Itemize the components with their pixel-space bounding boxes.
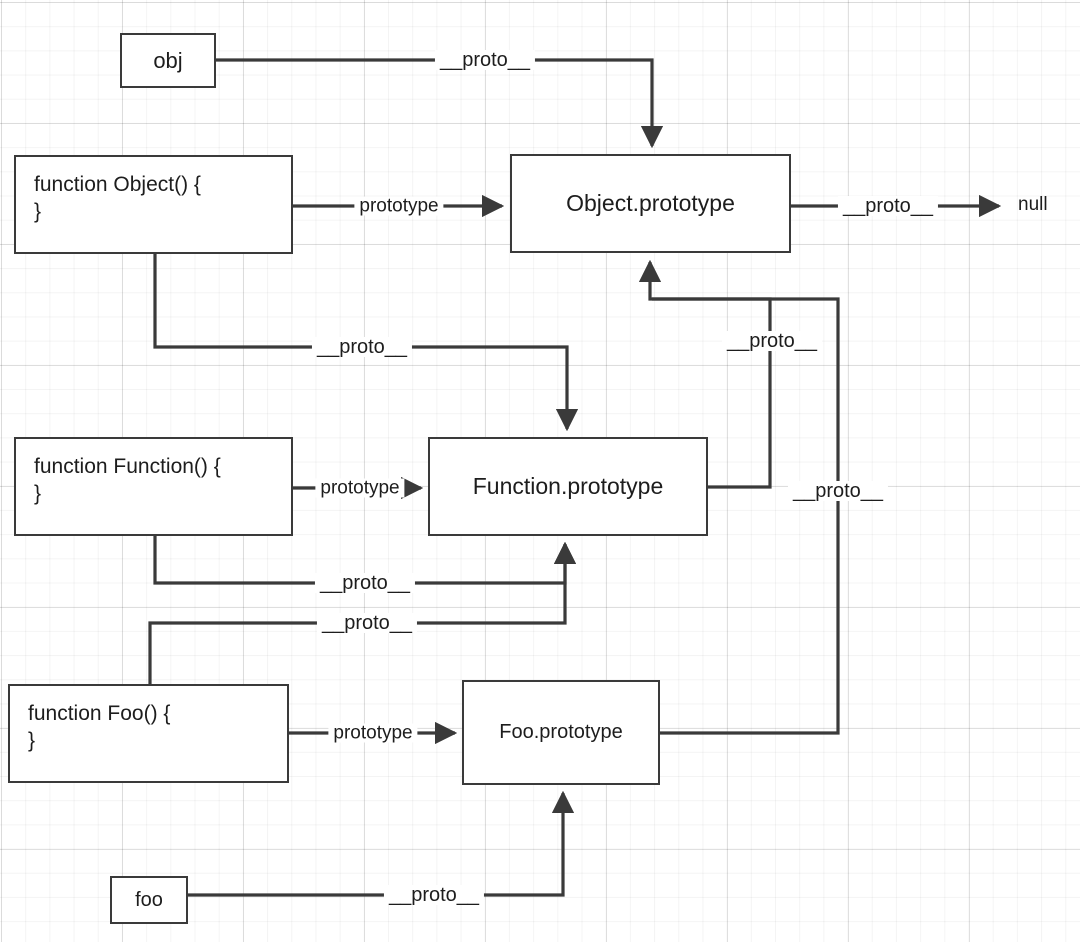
node-function-function[interactable]: function Function() { } [14,437,293,536]
edge-text: __proto__ [439,49,531,71]
node-function-object-label: function Object() { } [34,173,201,224]
node-foo[interactable]: foo [110,876,188,924]
node-function-foo-label: function Foo() { } [28,702,171,753]
edge-label-fooproto-objectproto: __proto__ [787,480,889,502]
edge-text: __proto__ [319,572,411,594]
node-object-prototype-label: Object.prototype [566,190,735,216]
edge-label-functionobject-proto: __proto__ [311,336,413,358]
wire-foo-fooproto [188,790,575,897]
node-object-prototype[interactable]: Object.prototype [510,154,791,253]
node-obj[interactable]: obj [120,33,216,88]
node-function-prototype-label: Function.prototype [472,473,664,499]
edge-label-functionfunction-proto: __proto__ [314,572,416,594]
edge-label-obj-proto: __proto__ [434,49,536,71]
node-function-prototype[interactable]: Function.prototype [428,437,708,536]
edge-text: prototype [333,722,413,744]
node-foo-prototype-label: Foo.prototype [499,721,623,743]
node-function-object[interactable]: function Object() { } [14,155,293,254]
edge-label-function-prototype: prototype [315,477,405,499]
edge-label-foo-prototype: prototype [328,722,418,744]
edge-text: prototype [359,195,439,217]
edge-text: __proto__ [316,336,408,358]
node-function-function-label: function Function() { } [34,455,221,506]
edge-text: __proto__ [388,884,480,906]
node-null-terminal: null [1018,194,1048,216]
edge-label-foo-fooproto: __proto__ [383,884,485,906]
node-foo-prototype[interactable]: Foo.prototype [462,680,660,785]
edge-text: __proto__ [321,612,413,634]
node-function-foo[interactable]: function Foo() { } [8,684,289,783]
edge-label-object-prototype: prototype [354,195,444,217]
node-null-terminal-label: null [1018,194,1048,215]
edge-label-functionfoo-proto: __proto__ [316,612,418,634]
node-obj-label: obj [153,47,183,73]
node-foo-label: foo [135,888,163,911]
edge-text: __proto__ [726,330,818,352]
edge-text: __proto__ [792,480,884,502]
edge-text: __proto__ [842,195,934,217]
edge-label-objectproto-null: __proto__ [837,195,939,217]
edge-label-functionproto-objectproto: __proto__ [721,330,823,352]
wire-obj-proto [216,58,664,149]
edge-text: prototype [320,477,400,499]
